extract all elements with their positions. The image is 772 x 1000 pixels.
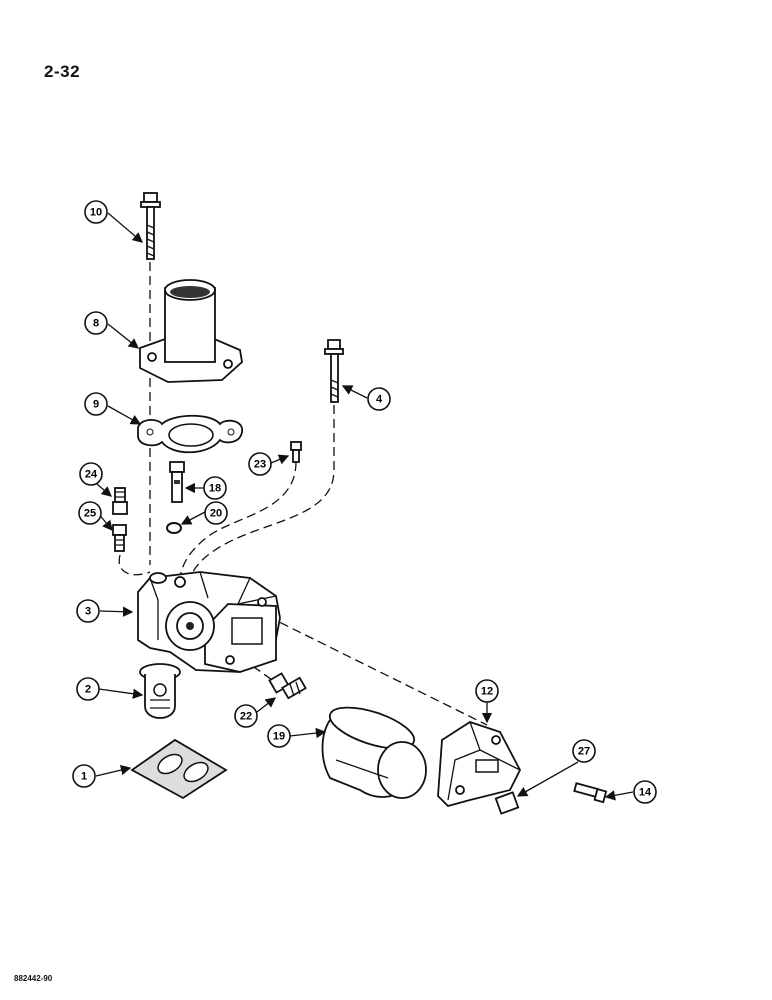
callout-9: 9 [84,392,108,416]
part-3-thermostat-housing [137,571,281,673]
callout-22: 22 [234,704,258,728]
part-20-o-ring [166,522,182,534]
part-25-fitting [112,524,127,552]
page-number: 2-32 [44,62,81,81]
callout-label: 14 [639,787,652,799]
callout-19: 19 [267,724,291,748]
part-10-bolt [140,192,161,260]
figure-id: 882442-90 [14,974,53,983]
part-24-fitting [112,487,128,515]
callout-label: 3 [85,606,91,618]
callout-4: 4 [367,387,391,411]
callout-label: 2 [85,684,91,696]
callout-label: 4 [376,394,383,406]
part-14-bolt [573,782,608,804]
part-18-sensor [169,461,185,503]
callout-label: 12 [481,686,493,698]
part-27-nut [494,791,520,815]
part-22-fitting [268,672,307,700]
callout-23: 23 [248,452,272,476]
part-1-gasket [130,738,228,800]
callout-label: 22 [240,711,252,723]
part-12-bracket [437,721,522,808]
callout-20: 20 [204,501,228,525]
callout-label: 24 [85,469,98,481]
callout-label: 23 [254,459,266,471]
callout-10: 10 [84,200,108,224]
part-19-filter [321,706,427,799]
callout-label: 25 [84,508,96,520]
callout-label: 18 [209,483,221,495]
part-23-screw [290,441,302,463]
callout-label: 1 [81,771,87,783]
callout-2: 2 [76,677,100,701]
part-4-bolt [324,339,344,403]
callout-14: 14 [633,780,657,804]
part-8-water-outlet-housing [139,279,243,383]
callout-25: 25 [78,501,102,525]
part-2-thermostat [139,663,181,719]
callout-label: 9 [93,399,99,411]
callout-label: 19 [273,731,285,743]
callout-24: 24 [79,462,103,486]
callout-8: 8 [84,311,108,335]
callout-18: 18 [203,476,227,500]
callout-label: 10 [90,207,102,219]
callout-3: 3 [76,599,100,623]
callout-27: 27 [572,739,596,763]
callout-label: 27 [578,746,590,758]
part-9-gasket [137,414,243,454]
callout-label: 20 [210,508,222,520]
callout-1: 1 [72,764,96,788]
callout-12: 12 [475,679,499,703]
callout-label: 8 [93,318,99,330]
